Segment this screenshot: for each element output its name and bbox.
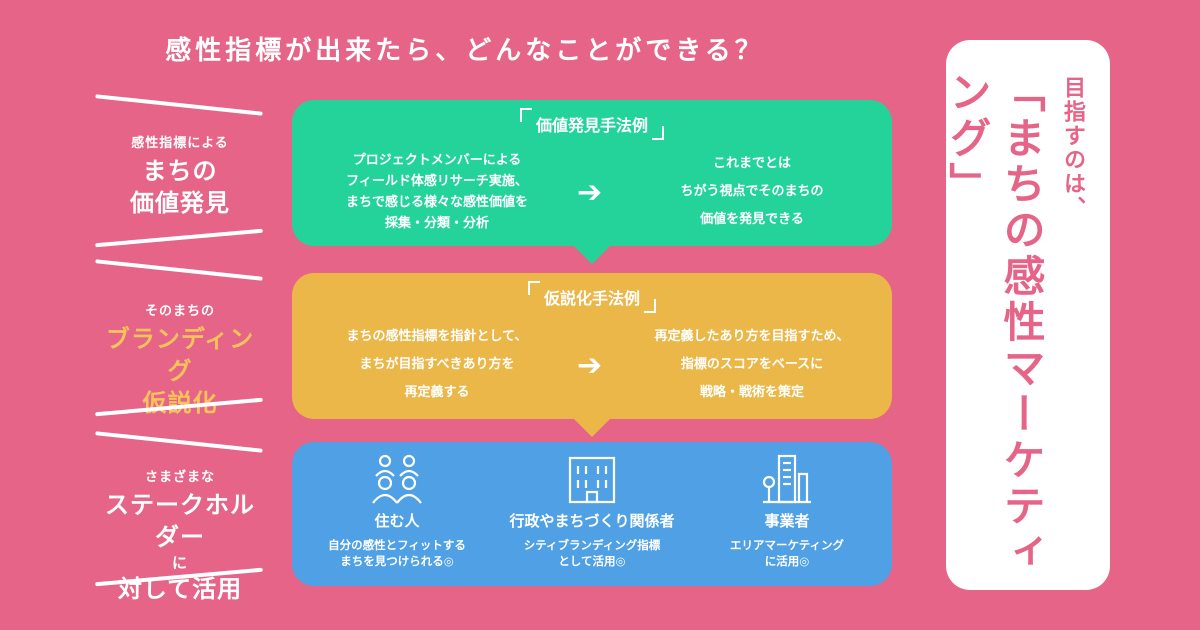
goal-subtitle: 目指すのは、 — [1060, 76, 1085, 220]
speech-tail — [574, 246, 610, 264]
goal-title: 「まちの感性マーケティング」 — [943, 70, 1046, 576]
stakeholder-desc: エリアマーケティング に活用◎ — [729, 538, 845, 568]
hypothesis-result-text: 再定義したあり方を目指すため、 指標のスコアをベースに 戦略・戦術を策定 — [654, 329, 850, 400]
stakeholder-residents: 住む人 自分の感性とフィットする まちを見つけられる◎ — [302, 452, 492, 569]
city-icon — [762, 454, 811, 504]
label-stakeholders: さまざまな ステークホルダー に 対して活用 — [95, 466, 265, 605]
arrow-right-icon: ➔ — [577, 348, 603, 383]
divider-line — [95, 94, 263, 116]
speech-tail — [574, 419, 610, 437]
label-small: そのまちの — [144, 304, 215, 319]
stakeholder-name: 住む人 — [374, 512, 420, 530]
people-icon — [372, 454, 422, 504]
goal-card: 目指すのは、 「まちの感性マーケティング」 — [943, 40, 1110, 590]
label-big: 価値発見 — [130, 189, 230, 217]
panel-hypothesis: 仮説化手法例 まちの感性指標を指針として、 まちが目指すべきあり方を 再定義する… — [292, 273, 892, 437]
panel-value-discovery: 価値発見手法例 プロジェクトメンバーによる フィールド体感リサーチ実施、 まちで… — [292, 100, 892, 264]
hypothesis-method-text: まちの感性指標を指針として、 まちが目指すべきあり方を 再定義する — [346, 329, 528, 400]
stakeholder-businesses: 事業者 エリアマーケティング に活用◎ — [692, 452, 882, 569]
panel-stakeholders: 住む人 自分の感性とフィットする まちを見つけられる◎ 行政やまちづくり関係者 … — [292, 442, 892, 586]
divider-line — [95, 259, 263, 281]
headline: 感性指標が出来たら、どんなことができる？ — [165, 36, 765, 66]
label-big: まちの — [142, 157, 218, 185]
label-value-discovery: 感性指標による まちの 価値発見 — [95, 132, 265, 219]
stakeholder-desc: シティブランディング指標 として活用◎ — [523, 538, 661, 568]
stakeholder-desc: 自分の感性とフィットする まちを見つけられる◎ — [328, 538, 466, 568]
label-big: に — [171, 554, 188, 572]
panel-title: 仮説化手法例 — [292, 281, 892, 313]
label-small: さまざまな — [144, 470, 215, 485]
label-big: ブランディング — [105, 325, 255, 385]
building-icon — [568, 456, 616, 504]
stakeholder-government: 行政やまちづくり関係者 シティブランディング指標 として活用◎ — [497, 452, 687, 569]
panel-title: 価値発見手法例 — [292, 108, 892, 140]
label-branding-hypothesis: そのまちの ブランディング 仮説化 — [95, 300, 265, 419]
stakeholder-name: 行政やまちづくり関係者 — [509, 512, 675, 530]
arrow-right-icon: ➔ — [577, 175, 603, 210]
divider-line — [95, 228, 263, 248]
label-big: ステークホルダー — [105, 491, 255, 551]
discovery-method-text: プロジェクトメンバーによる フィールド体感リサーチ実施、 まちで感じる様々な感性… — [345, 153, 528, 231]
stakeholder-name: 事業者 — [764, 512, 810, 530]
discovery-result-text: これまでとは ちがう視点でそのまちの 価値を発見できる — [680, 156, 824, 227]
label-small: 感性指標による — [131, 136, 229, 151]
divider-line — [95, 431, 263, 453]
